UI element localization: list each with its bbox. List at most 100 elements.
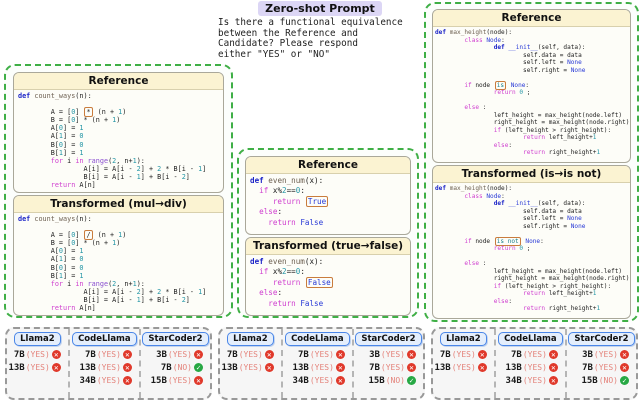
code-line: right_height = max_height(node.right) bbox=[435, 275, 630, 282]
code-line: return left_height+1 bbox=[523, 290, 597, 297]
code-line: if (left_height > right_height): bbox=[493, 282, 612, 290]
result-row: 15B(YES)✕ bbox=[141, 374, 210, 387]
model-answer: (YES) bbox=[522, 376, 547, 385]
model-answer: (YES) bbox=[380, 350, 405, 359]
code-line: else: bbox=[493, 141, 513, 149]
result-row: 7B(YES)✕ bbox=[354, 361, 423, 374]
code-line: if (left_height > right_height): bbox=[493, 126, 612, 134]
model-size: 15B bbox=[368, 375, 385, 386]
cross-icon: ✕ bbox=[194, 350, 203, 359]
code-line: A[i] = A[i - 2] + 2 * B[i - 1] bbox=[18, 164, 207, 173]
code-box-reference: Reference def max_height(node): class No… bbox=[432, 9, 631, 163]
cross-icon: ✕ bbox=[51, 350, 61, 359]
panel-even-num: Reference def even_num(x): if x%2==0: re… bbox=[237, 148, 419, 318]
code-line: A[1] = 0 bbox=[18, 132, 84, 141]
model-size: 13B bbox=[221, 362, 238, 373]
model-size: 13B bbox=[79, 362, 96, 373]
model-answer: (YES) bbox=[238, 363, 263, 372]
code-box-title: Transformed (true→false) bbox=[246, 238, 410, 255]
cross-icon: ✕ bbox=[335, 376, 345, 385]
code-line: left_height = max_height(node.left) bbox=[435, 111, 623, 119]
prompt-line: either "YES" or "NO" bbox=[218, 48, 330, 60]
model-answer: (YES) bbox=[522, 363, 547, 372]
model-name-chip: Llama2 bbox=[440, 332, 487, 346]
code-line: B[i] = A[i - 1] + B[i - 2] bbox=[18, 172, 190, 181]
code-area: def count_ways(n): A = [0] / (n + 1) B =… bbox=[14, 213, 223, 314]
check-icon: ✓ bbox=[194, 363, 203, 372]
model-size: 15B bbox=[581, 375, 598, 386]
cross-icon: ✕ bbox=[194, 376, 203, 385]
result-row: 3B(YES)✕ bbox=[141, 348, 210, 361]
result-row: 34B(YES)✕ bbox=[70, 374, 139, 387]
model-name-chip: Llama2 bbox=[227, 332, 274, 346]
code-line bbox=[435, 253, 628, 261]
model-size: 34B bbox=[505, 375, 522, 386]
code-line: self.right = None bbox=[435, 222, 586, 230]
code-line: right_height = max_height(node.right) bbox=[435, 119, 630, 126]
code-line: if x%2==0: bbox=[259, 186, 305, 196]
model-answer: (YES) bbox=[96, 350, 121, 359]
model-name-chip: StarCoder2 bbox=[568, 332, 635, 346]
result-row: 7B(YES)✕ bbox=[220, 348, 281, 361]
prompt-line: Candidate? Please respond bbox=[218, 38, 358, 50]
code-line: if x%2==0: bbox=[259, 267, 305, 277]
model-answer: (YES) bbox=[380, 363, 405, 372]
cross-icon: ✕ bbox=[51, 363, 61, 372]
code-line: else : bbox=[464, 260, 487, 267]
model-answer: (YES) bbox=[238, 350, 263, 359]
code-line bbox=[435, 230, 628, 238]
model-size: 3B bbox=[369, 349, 380, 360]
model-size: 7B bbox=[582, 362, 593, 373]
cross-icon: ✕ bbox=[407, 363, 416, 372]
result-row: 15B(NO)✓ bbox=[567, 374, 636, 387]
code-line: return 0 ; bbox=[493, 245, 531, 252]
model-size: 13B bbox=[505, 362, 522, 373]
result-row: 13B(YES)✕ bbox=[220, 361, 281, 374]
code-line: A[i] = A[i - 2] + 2 * B[i - 1] bbox=[18, 287, 207, 296]
cross-icon: ✕ bbox=[477, 350, 487, 359]
cross-icon: ✕ bbox=[122, 376, 132, 385]
code-line: def count_ways(n): bbox=[18, 215, 92, 223]
code-line: def count_ways(n): bbox=[18, 92, 92, 100]
code-area: def count_ways(n): A = [0] * (n + 1) B =… bbox=[14, 90, 223, 191]
model-answer: (YES) bbox=[593, 350, 618, 359]
code-line: else: bbox=[493, 297, 513, 305]
panel-max-height: Reference def max_height(node): class No… bbox=[424, 2, 639, 322]
code-line: if node is None: bbox=[464, 80, 530, 90]
code-line: class Node: bbox=[464, 192, 505, 200]
check-icon: ✓ bbox=[407, 376, 416, 385]
code-line: B[i] = A[i - 1] + B[i - 2] bbox=[18, 295, 190, 304]
code-box-reference: Reference def even_num(x): if x%2==0: re… bbox=[245, 156, 411, 235]
model-column-llama2: Llama2 7B(YES)✕13B(YES)✕ bbox=[220, 329, 283, 398]
result-row: 13B(YES)✕ bbox=[496, 361, 565, 374]
code-line: B[0] = 0 bbox=[18, 140, 84, 149]
result-row: 7B(YES)✕ bbox=[567, 361, 636, 374]
prompt-title: Zero-shot Prompt bbox=[258, 1, 382, 16]
model-answer: (YES) bbox=[309, 350, 334, 359]
cross-icon: ✕ bbox=[548, 350, 558, 359]
code-line: if node is not None: bbox=[464, 236, 544, 246]
model-size: 7B bbox=[160, 362, 172, 373]
result-row: 3B(YES)✕ bbox=[567, 348, 636, 361]
code-line: B[1] = 1 bbox=[18, 271, 84, 280]
code-line: return right_height+1 bbox=[523, 149, 601, 156]
cross-icon: ✕ bbox=[264, 363, 274, 372]
code-line: def even_num(x): bbox=[250, 176, 324, 185]
code-line bbox=[435, 74, 628, 82]
model-answer: (NO) bbox=[172, 363, 192, 372]
code-line: self.data = data bbox=[435, 207, 582, 215]
model-size: 13B bbox=[8, 362, 25, 373]
model-size: 7B bbox=[369, 362, 380, 373]
model-answer: (YES) bbox=[25, 363, 50, 372]
model-answer: (YES) bbox=[96, 376, 121, 385]
code-box-transformed: Transformed (mul→div) def count_ways(n):… bbox=[13, 195, 224, 316]
code-line: B[1] = 1 bbox=[18, 148, 84, 157]
model-size: 7B bbox=[439, 349, 451, 360]
code-area: def even_num(x): if x%2==0: return True … bbox=[246, 174, 410, 230]
code-line: for i in range(2, n+1): bbox=[50, 279, 145, 288]
code-line: return False bbox=[268, 298, 324, 308]
